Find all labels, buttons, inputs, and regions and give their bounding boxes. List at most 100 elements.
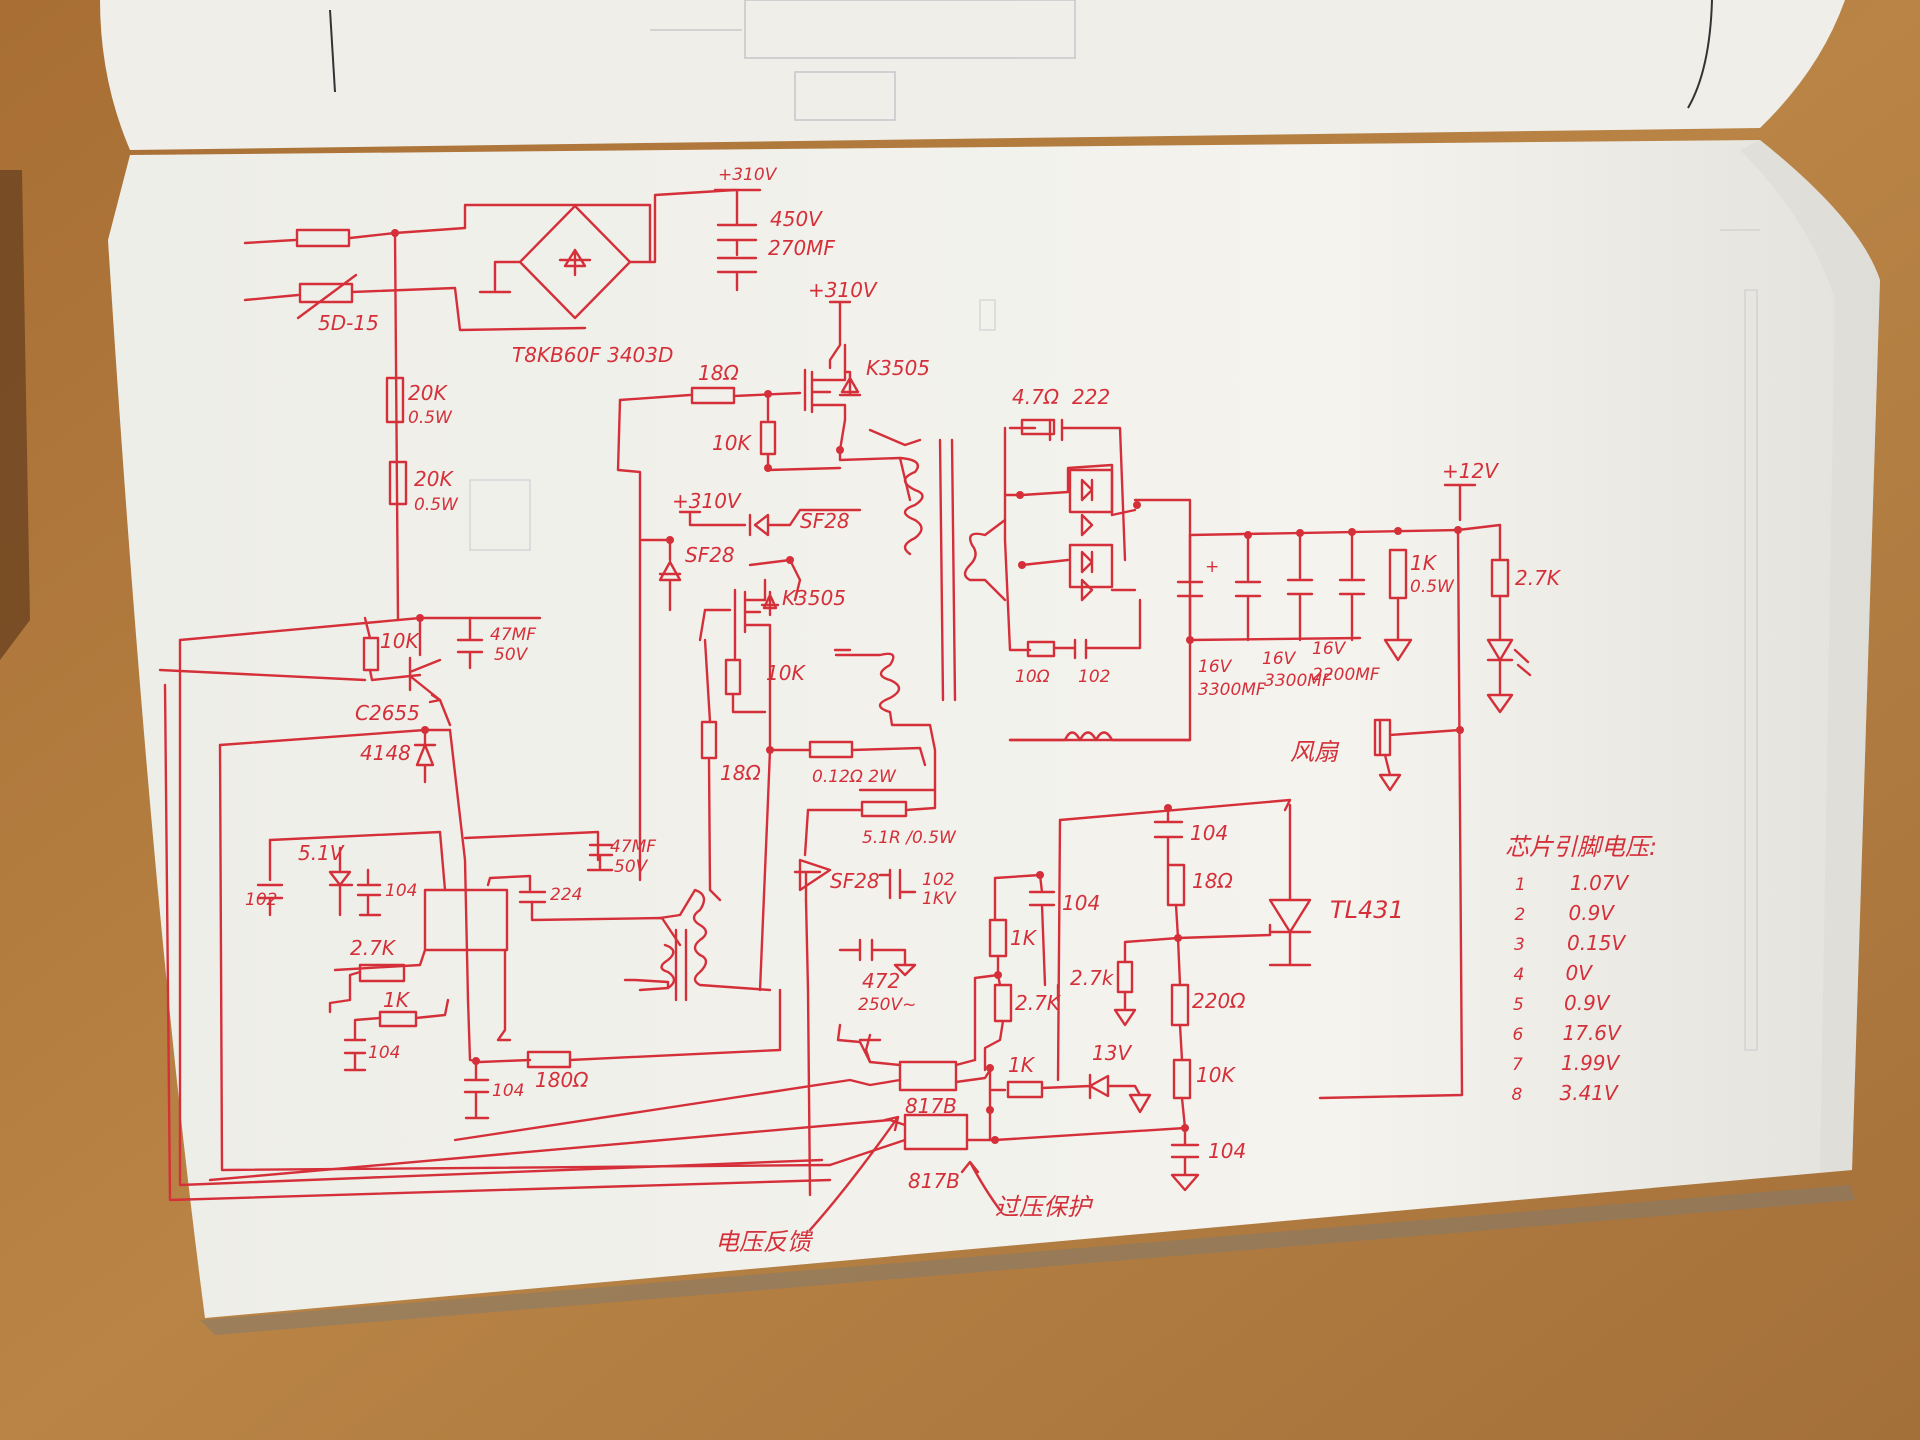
ntc-label: 5D-15 — [318, 311, 379, 335]
tl431-label: TL431 — [1330, 896, 1404, 924]
pin-number: 8 — [1512, 1085, 1523, 1105]
pin-number: 7 — [1512, 1055, 1523, 1075]
opto-2-label: 817B — [908, 1169, 960, 1193]
sf28-b-label: SF28 — [685, 543, 735, 567]
pin-voltage: 17.6V — [1563, 1021, 1623, 1045]
pin-number: 3 — [1514, 935, 1525, 955]
secondary-output-section: 4.7Ω 222 10Ω 102 — [963, 385, 1562, 1100]
page-curl-highlight — [1740, 140, 1880, 1172]
c222-label: 222 — [1072, 385, 1110, 409]
controller-primary-section: 10K 47MF 50V C2655 4148 102 5.1V 104 — [158, 614, 832, 1202]
r47-label: 4.7Ω — [1012, 385, 1060, 409]
snubber-diodes-sf28: +310V SF28 SF28 — [638, 489, 862, 612]
c104-e-label: 104 — [1208, 1139, 1246, 1163]
c472-label: 472 — [862, 969, 900, 993]
k3505-top-label: K3505 — [866, 356, 930, 380]
z13v-label: 13V — [1092, 1041, 1132, 1065]
pin-number: 1 — [1515, 875, 1526, 895]
ac-input-section: 5D-15 T8KB60F 3403D — [243, 188, 737, 622]
schematic-drawing: 5D-15 T8KB60F 3403D +310V 450V 270MF 20K… — [158, 165, 1657, 1256]
r51-label: 5.1R /0.5W — [862, 828, 957, 848]
c102-b-label: 102 — [245, 890, 277, 910]
upper-page-rule — [329, 9, 336, 93]
pin-voltage: 1.99V — [1561, 1051, 1621, 1075]
r1k-out-label: 1K — [1410, 551, 1438, 575]
page-show-through-pencil — [469, 229, 1760, 1051]
r18-low-label: 18Ω — [720, 761, 761, 785]
bridge-label: T8KB60F 3403D — [512, 343, 673, 367]
r20k-2-label: 20K — [414, 467, 454, 491]
r20k-2w-label: 0.5W — [414, 495, 459, 515]
c104-a-label: 104 — [385, 881, 417, 901]
feedback-section: 104 18Ω TL431 2.7k 220Ω 10K 104 — [208, 798, 1404, 1256]
pin-voltage: 0V — [1566, 961, 1594, 985]
feedback-annotation: 电压反馈 — [715, 1228, 814, 1256]
c3300-2-c-label: 3300MF — [1264, 671, 1332, 691]
r20k-1-label: 20K — [408, 381, 448, 405]
c472-v-label: 250V~ — [858, 995, 916, 1015]
c2200-v-label: 16V — [1312, 639, 1347, 659]
lower-mosfet-k3505: K3505 10K 18Ω 0.12Ω 2W 5.1R /0.5W — [698, 556, 957, 992]
sf28-c-label: SF28 — [830, 869, 880, 893]
upper-notebook-page — [100, 0, 1845, 150]
c104-b-label: 104 — [368, 1043, 400, 1063]
c3300-1-c-label: 3300MF — [1198, 680, 1266, 700]
v310-top-label: +310V — [718, 165, 778, 185]
r012-label: 0.12Ω 2W — [812, 767, 897, 787]
main-transformer — [833, 428, 957, 792]
c102-snub-label: 102 — [1078, 667, 1110, 687]
pin-voltage: 0.9V — [1569, 901, 1616, 925]
pin-voltage: 3.41V — [1560, 1081, 1620, 1105]
r27k-a-label: 2.7K — [350, 936, 397, 960]
c3300-1-v-label: 16V — [1198, 657, 1233, 677]
r18-top-label: 18Ω — [698, 361, 739, 385]
z51-label: 5.1V — [298, 841, 345, 865]
desk-dark-corner — [0, 170, 30, 660]
startup-resistors: 20K 0.5W 20K 0.5W — [385, 376, 459, 515]
r20k-1w-label: 0.5W — [408, 408, 453, 428]
v310-c-label: +310V — [672, 489, 742, 513]
notebook-page-shadow — [200, 1185, 1855, 1335]
sf28-a-label: SF28 — [800, 509, 850, 533]
r27k-led-label: 2.7K — [1515, 566, 1562, 590]
pin-number: 6 — [1513, 1025, 1524, 1045]
pin-number: 5 — [1513, 995, 1524, 1015]
v310-b-label: +310V — [808, 278, 878, 302]
r1k-ovp-label: 1K — [1008, 1053, 1036, 1077]
optocoupler-1 — [898, 1060, 958, 1092]
r180-label: 180Ω — [535, 1068, 589, 1092]
v12-label: +12V — [1442, 459, 1499, 483]
opto-1-label: 817B — [905, 1094, 957, 1118]
c2655-label: C2655 — [355, 701, 420, 725]
ovp-annotation: 过压保护 — [995, 1193, 1094, 1221]
r220-label: 220Ω — [1192, 989, 1246, 1013]
c47-b-v-label: 50V — [614, 857, 649, 877]
notebook-page — [108, 140, 1880, 1318]
r10k-low-label: 10K — [766, 661, 806, 685]
c47-a-label: 47MF — [490, 625, 536, 645]
r27k-fb-label: 2.7K — [1015, 991, 1062, 1015]
pin-number: 2 — [1515, 905, 1526, 925]
c3300-1-plus: + — [1205, 557, 1219, 577]
pin-table-title: 芯片引脚电压: — [1505, 833, 1657, 861]
c47-b-label: 47MF — [610, 837, 656, 857]
pin-voltage: 0.9V — [1564, 991, 1611, 1015]
r1k-fb-label: 1K — [1010, 926, 1038, 950]
d4148-label: 4148 — [360, 741, 411, 765]
r18-fb-label: 18Ω — [1192, 869, 1233, 893]
c102-a-label: 102 — [922, 870, 954, 890]
r1k-fb-c-label: 104 — [1062, 891, 1100, 915]
c102-v-label: 1KV — [922, 889, 957, 909]
upper-page-faded-sketch — [650, 0, 1076, 121]
pwm-controller-ic — [423, 888, 509, 952]
r10k-gate-label: 10K — [712, 431, 752, 455]
r10k-base-label: 10K — [380, 629, 420, 653]
c224-label: 224 — [550, 885, 582, 905]
r1k-a-label: 1K — [383, 988, 411, 1012]
c3300-2-v-label: 16V — [1262, 649, 1297, 669]
c2200-c-label: 2200MF — [1312, 665, 1380, 685]
upper-mosfet-k3505: +310V K3505 18Ω 10K — [616, 278, 930, 882]
fan-label: 风扇 — [1290, 738, 1340, 766]
